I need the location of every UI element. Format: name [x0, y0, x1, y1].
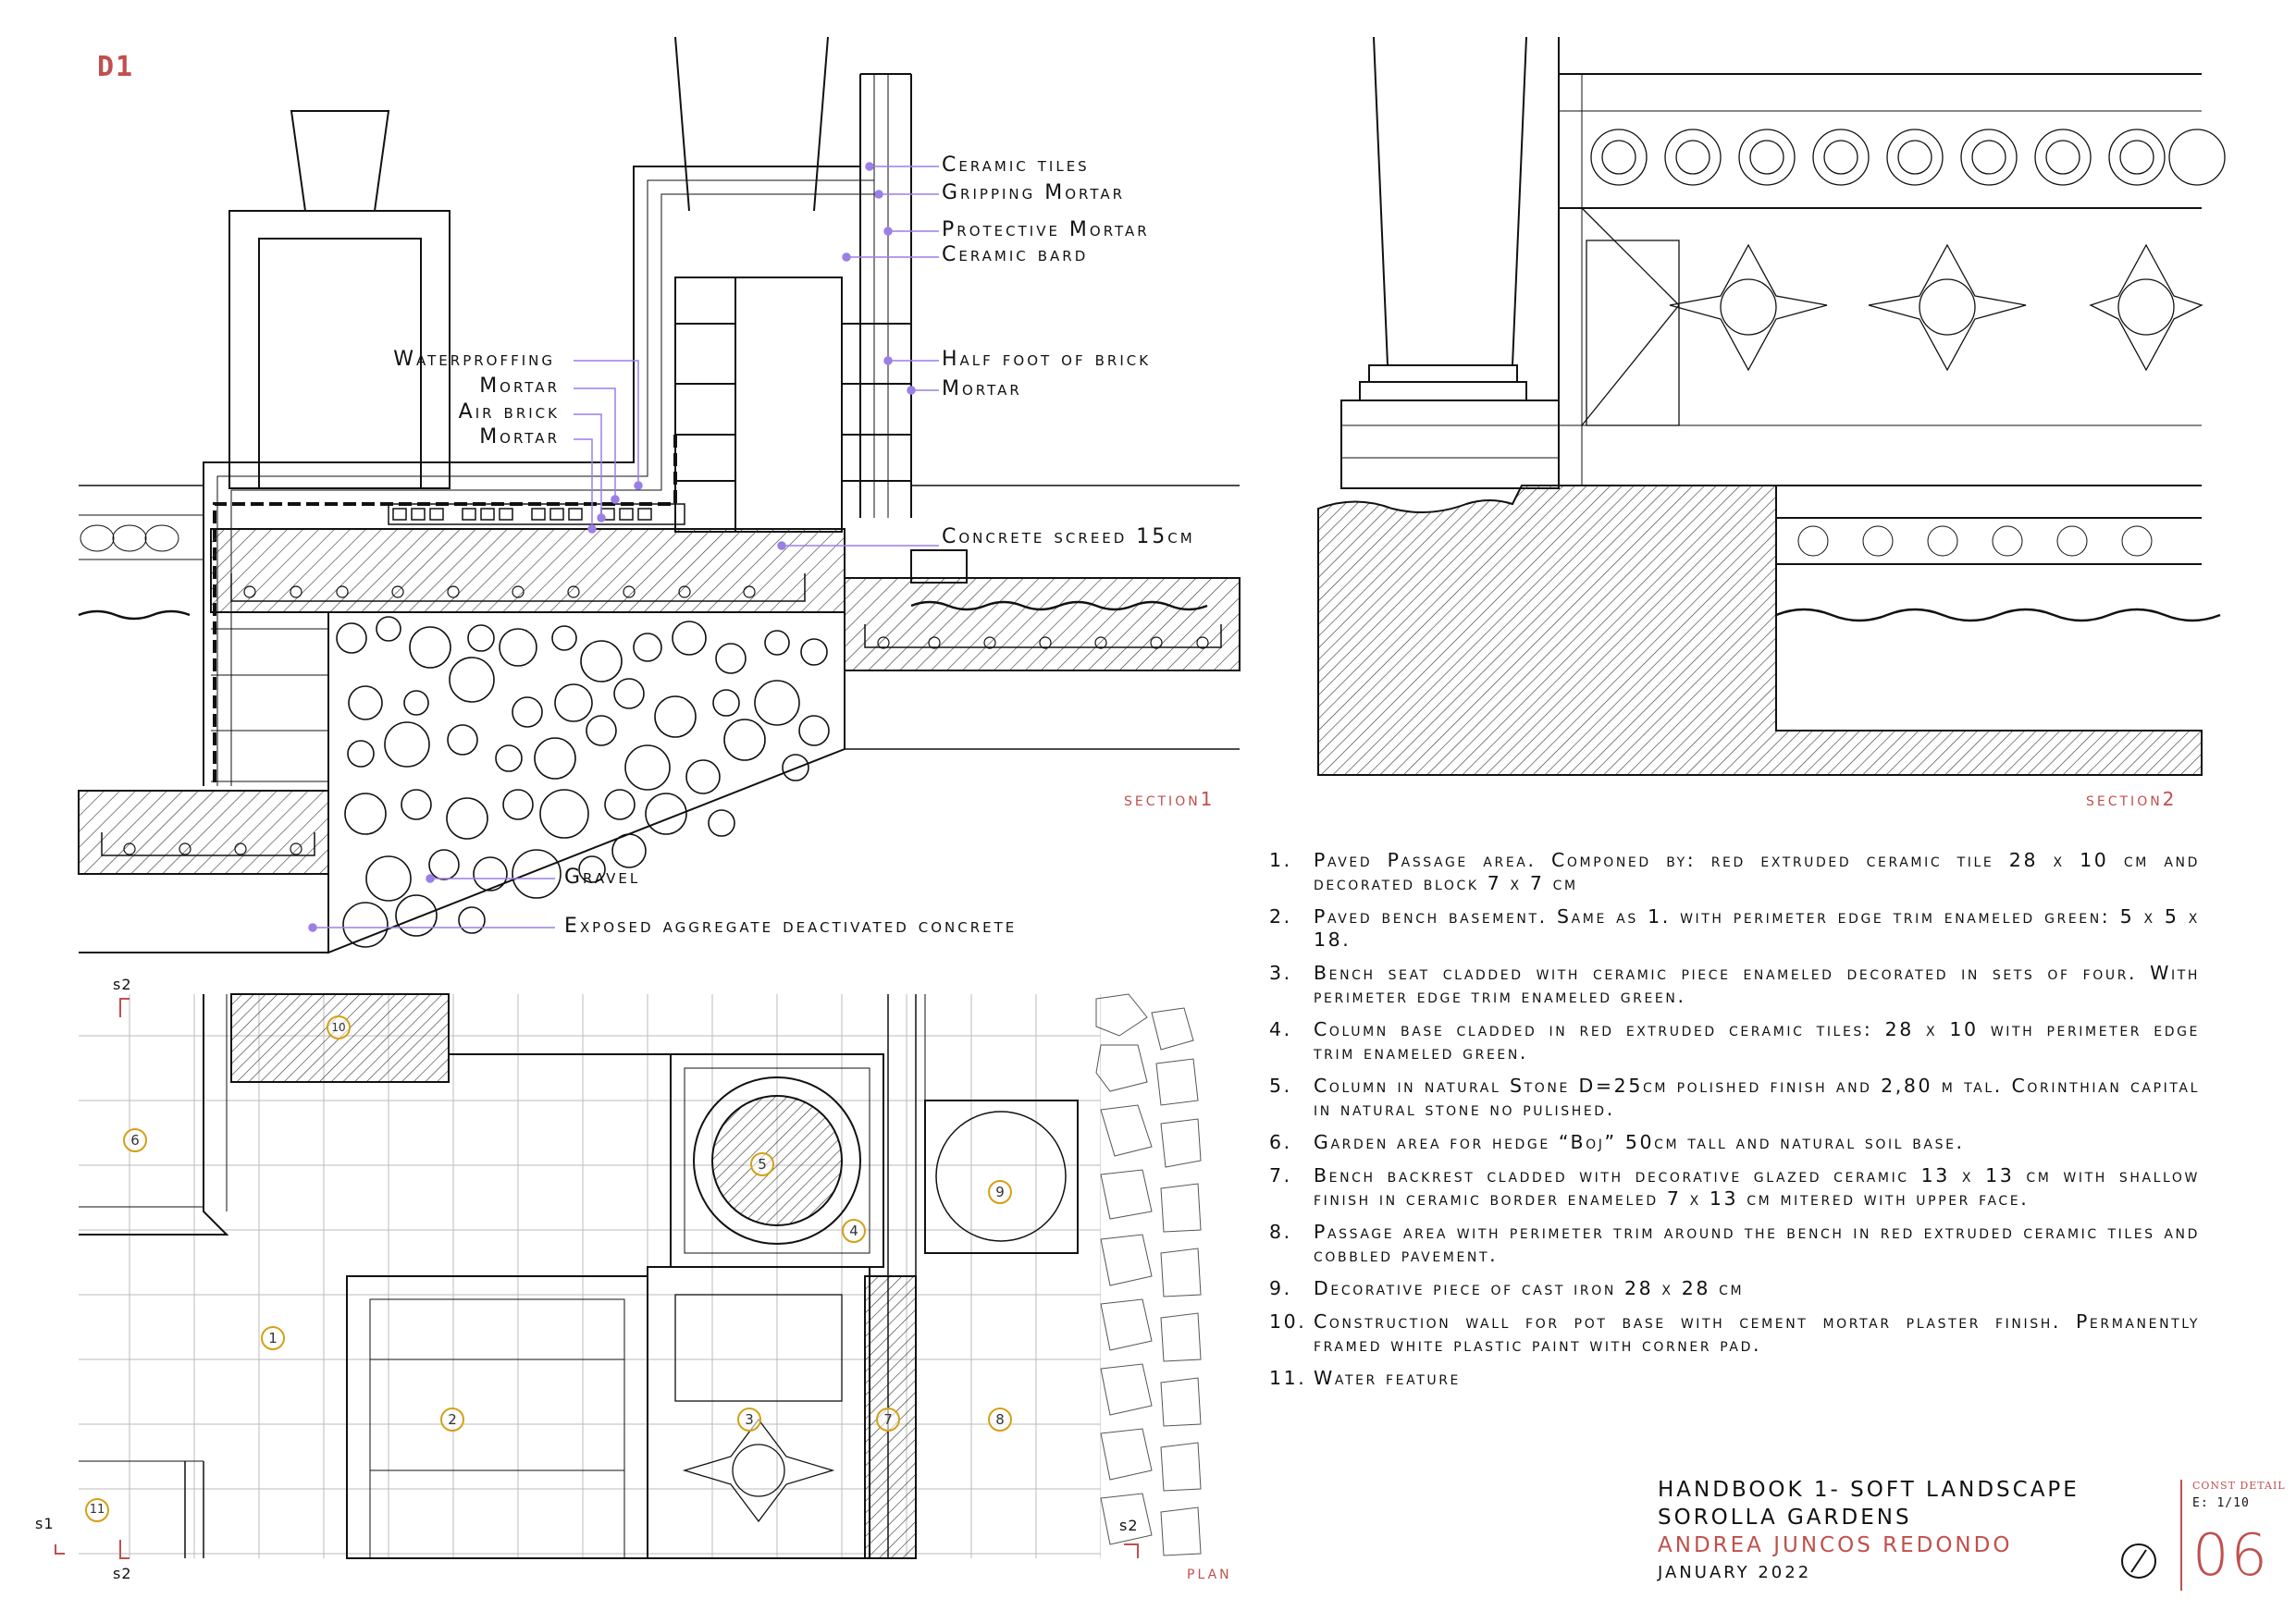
title-scale: E: 1/10	[2192, 1496, 2250, 1510]
label-half-foot-brick: Half foot of brick	[942, 348, 1152, 371]
plan-marker-9: 9	[988, 1180, 1012, 1204]
cut-mark-s2-bottom: s2	[113, 1565, 132, 1582]
title-date: JANUARY 2022	[1658, 1563, 1812, 1582]
title-author: ANDREA JUNCOS REDONDO	[1658, 1533, 2013, 1557]
plan-marker-7: 7	[876, 1408, 900, 1432]
plan-tag: plan	[1187, 1561, 1232, 1583]
plan-marker-8: 8	[988, 1408, 1012, 1432]
plan-cut-marks	[55, 998, 1139, 1559]
title-line-2: SOROLLA GARDENS	[1658, 1506, 1912, 1530]
notes-list: 1.Paved Passage area. Componed by: red e…	[1269, 849, 2200, 1400]
title-drawing-type: CONST DETAIL	[2192, 1480, 2286, 1492]
label-ceramic-tiles: Ceramic tiles	[942, 154, 1090, 177]
title-sheet-number: 06	[2192, 1521, 2269, 1589]
note-item: 5.Column in natural Stone D=25cm polishe…	[1269, 1075, 2200, 1120]
cut-mark-s2-top: s2	[113, 976, 132, 993]
plan-marker-4: 4	[842, 1219, 866, 1243]
north-arrow-icon	[2121, 1543, 2156, 1579]
note-item: 4.Column base cladded in red extruded ce…	[1269, 1018, 2200, 1064]
note-item: 7.Bench backrest cladded with decorative…	[1269, 1164, 2200, 1210]
label-air-brick: Air brick	[458, 400, 560, 424]
title-line-1: HANDBOOK 1- SOFT LANDSCAPE	[1658, 1478, 2080, 1502]
plan-marker-6: 6	[123, 1128, 147, 1152]
label-exposed-concrete: Exposed aggregate deactivated concrete	[564, 915, 1018, 938]
plan-drawing	[79, 993, 1202, 1559]
cut-mark-s1: s1	[35, 1515, 55, 1532]
label-mortar-2: Mortar	[479, 425, 560, 449]
plan-marker-2: 2	[440, 1408, 464, 1432]
note-item: 1.Paved Passage area. Componed by: red e…	[1269, 849, 2200, 894]
label-gravel: Gravel	[564, 866, 641, 889]
label-mortar-1: Mortar	[479, 375, 560, 398]
cut-mark-s2-right: s2	[1119, 1517, 1139, 1534]
section1-drawing	[78, 36, 1241, 954]
section1-leaders	[308, 162, 939, 932]
plan-marker-11: 11	[85, 1498, 109, 1522]
note-item: 10.Construction wall for pot base with c…	[1269, 1310, 2200, 1356]
plan-marker-1: 1	[261, 1326, 285, 1350]
note-item: 8.Passage area with perimeter trim aroun…	[1269, 1221, 2200, 1266]
plan-marker-5: 5	[750, 1152, 774, 1176]
note-item: 11.Water feature	[1269, 1367, 1461, 1389]
section2-drawing	[1317, 36, 2226, 776]
sheet-code: D1	[97, 51, 135, 83]
label-waterproofing: Waterproffing	[393, 348, 555, 371]
label-concrete-screed: Concrete screed 15cm	[942, 525, 1195, 548]
section1-tag: section1	[1124, 788, 1216, 810]
note-item: 6.Garden area for hedge “Boj” 50cm tall …	[1269, 1131, 1965, 1153]
label-protective-mortar: Protective Mortar	[942, 218, 1150, 241]
label-mortar-right: Mortar	[942, 377, 1022, 400]
note-item: 3.Bench seat cladded with ceramic piece …	[1269, 962, 2200, 1007]
note-item: 9.Decorative piece of cast iron 28 x 28 …	[1269, 1277, 1745, 1299]
plan-marker-10: 10	[327, 1015, 351, 1039]
label-ceramic-bard: Ceramic bard	[942, 243, 1089, 266]
plan-marker-3: 3	[737, 1408, 761, 1432]
label-gripping-mortar: Gripping Mortar	[942, 181, 1126, 204]
note-item: 2.Paved bench basement. Same as 1. with …	[1269, 905, 2200, 951]
section2-tag: section2	[2086, 788, 2178, 810]
